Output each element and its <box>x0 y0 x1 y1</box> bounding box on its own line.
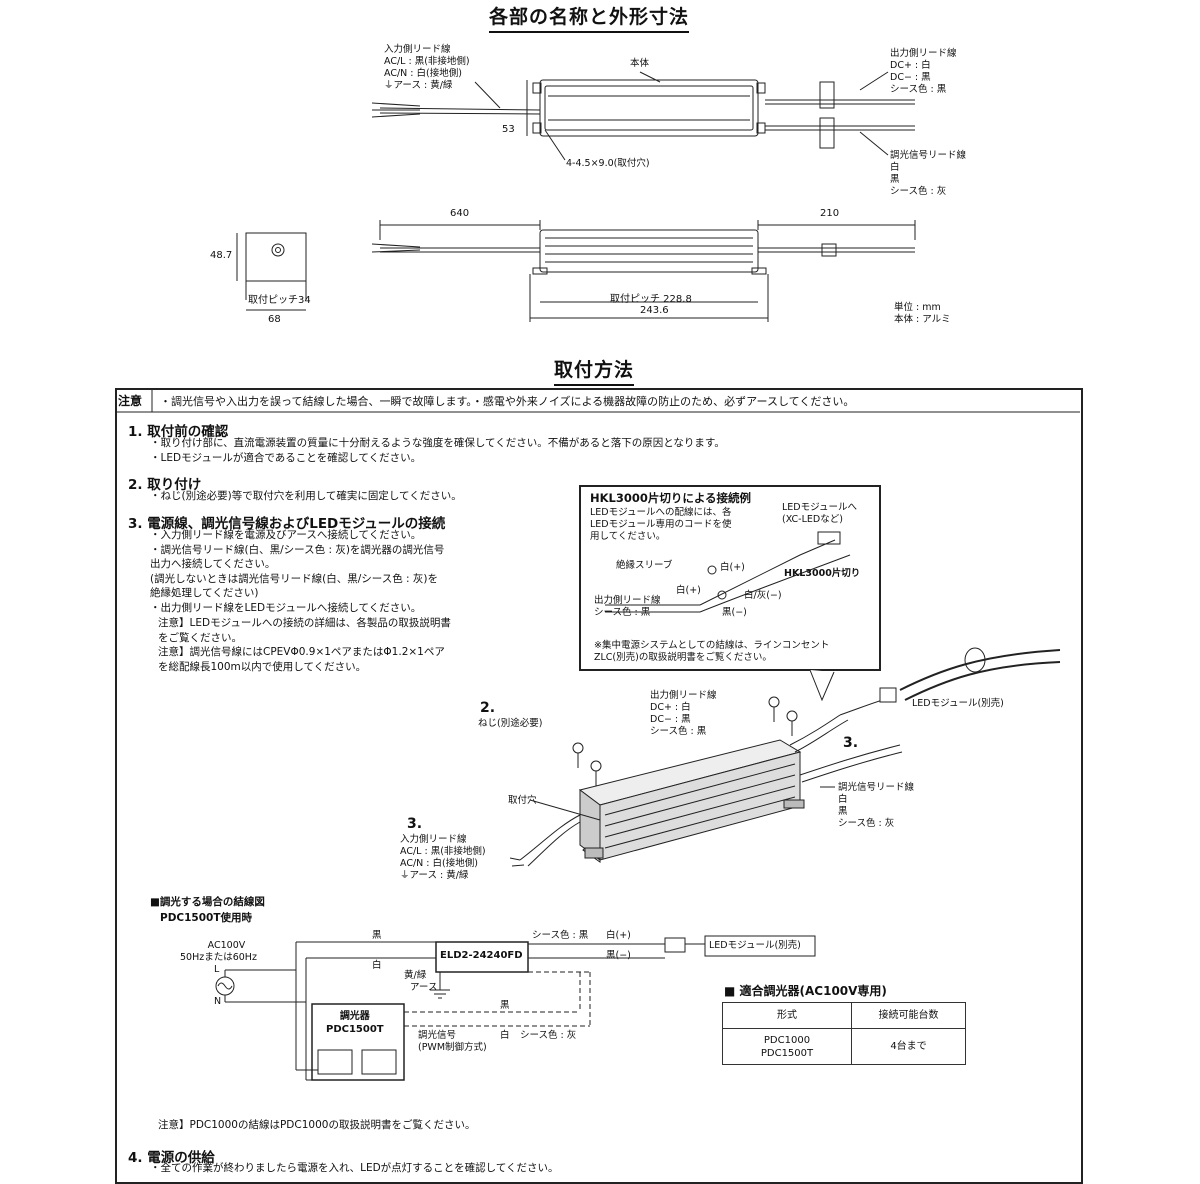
step3-body: ・入力側リード線を電源及びアースへ接続してください。 ・調光信号リード線(白、黒… <box>150 529 445 614</box>
compat-table: 形式 接続可能台数 PDC1000 PDC1500T 4台まで <box>722 1002 966 1065</box>
wiring-unit: ELD2-24240FD <box>440 950 523 961</box>
wiring-sheath-gray: シース色 : 灰 <box>520 1030 577 1041</box>
compat-title: ■ 適合調光器(AC100V専用) <box>724 984 887 998</box>
input-lead-label: 入力側リード線 AC/L : 黒(非接地側) AC/N : 白(接地側) ⏚アー… <box>384 44 470 91</box>
wiring-ac: AC100V 50Hzまたは60Hz <box>180 940 257 963</box>
illus-hole: 取付穴 <box>508 795 537 806</box>
step3-notes: 注意】LEDモジュールへの接続の詳細は、各製品の取扱説明書 をご覧ください。 注… <box>158 617 451 673</box>
dim-243-6: 243.6 <box>640 305 669 316</box>
illus-out-lead: 出力側リード線 DC+ : 白 DC− : 黒 シース色 : 黒 <box>650 690 717 737</box>
step2-heading: 2. 取り付け <box>128 477 202 493</box>
illus-num-3b: 3. <box>407 816 423 832</box>
step1-body: ・取り付け部に、直流電源装置の質量に十分耐えるような強度を確保してください。不備… <box>150 437 725 464</box>
hkl-white-plus-2: 白(+) <box>676 585 701 596</box>
illus-num-3a: 3. <box>843 735 859 751</box>
compat-count: 4台まで <box>851 1028 966 1065</box>
dim-pitch-34: 取付ピッチ34 <box>248 295 311 306</box>
compat-models: PDC1000 PDC1500T <box>722 1028 852 1065</box>
wiring-black: 黒 <box>372 930 382 941</box>
compat-header-model: 形式 <box>722 1002 852 1029</box>
compat-header-count: 接続可能台数 <box>851 1002 966 1029</box>
wiring-signal-black: 黒 <box>500 1000 510 1011</box>
note-pdc: 注意】PDC1000の結線はPDC1000の取扱説明書をご覧ください。 <box>158 1119 476 1131</box>
wiring-N: N <box>214 996 222 1007</box>
wiring-white: 白 <box>372 960 382 971</box>
caution-label: 注意 <box>118 394 143 408</box>
wiring-signal-white: 白 <box>500 1030 510 1041</box>
wiring-signal: 調光信号 (PWM制御方式) <box>418 1030 487 1053</box>
wiring-white-plus: 白(+) <box>606 930 631 941</box>
dim-68: 68 <box>268 314 281 325</box>
step1-heading: 1. 取付前の確認 <box>128 424 229 440</box>
output-lead-label: 出力側リード線 DC+ : 白 DC− : 黒 シース色 : 黒 <box>890 48 957 95</box>
dim-53: 53 <box>502 124 515 135</box>
wiring-dimmer: 調光器 PDC1500T <box>326 1011 384 1035</box>
wiring-earth: 黄/緑 アース <box>404 970 438 993</box>
illus-num-2: 2. <box>480 700 496 716</box>
hkl-title: HKL3000片切りによる接続例 <box>590 491 752 505</box>
dim-pitch-228-8: 取付ピッチ 228.8 <box>610 294 692 305</box>
illus-screw: ねじ(別途必要) <box>478 718 543 729</box>
step3-heading: 3. 電源線、調光信号線およびLEDモジュールの接続 <box>128 516 446 532</box>
step4-body: ・全ての作業が終わりましたら電源を入れ、LEDが点灯することを確認してください。 <box>150 1162 559 1174</box>
install-title: 取付方法 <box>554 355 635 386</box>
wiring-title: ■調光する場合の結線図 <box>150 896 265 908</box>
unit-label: 単位 : mm 本体 : アルミ <box>894 302 951 325</box>
body-label: 本体 <box>630 58 650 69</box>
hkl-led-to: LEDモジュールへ (XC-LEDなど) <box>782 502 857 525</box>
caution-text: ・調光信号や入出力を誤って結線した場合、一瞬で故障します。・感電や外来ノイズによ… <box>160 395 855 408</box>
step2-body: ・ねじ(別途必要)等で取付穴を利用して確実に固定してください。 <box>150 490 462 502</box>
dim-48-7: 48.7 <box>210 250 233 261</box>
outline-title: 各部の名称と外形寸法 <box>489 2 690 33</box>
hkl-cut: HKL3000片切り <box>784 568 861 579</box>
hkl-note: ※集中電源システムとしての結線は、ラインコンセント ZLC(別売)の取扱説明書を… <box>594 640 830 663</box>
dim-210: 210 <box>820 208 840 219</box>
illus-in-lead: 入力側リード線 AC/L : 黒(非接地側) AC/N : 白(接地側) ⏚アー… <box>400 834 486 881</box>
wiring-subtitle: PDC1500T使用時 <box>160 912 253 924</box>
dim-640: 640 <box>450 208 470 219</box>
wiring-sheath-black: シース色 : 黒 <box>532 930 589 941</box>
mount-hole-label: 4-4.5×9.0(取付穴) <box>566 158 650 169</box>
wiring-black-minus: 黒(−) <box>606 950 631 961</box>
illus-led-module: LEDモジュール(別売) <box>912 698 1004 709</box>
hkl-desc: LEDモジュールへの配線には、各 LEDモジュール専用のコードを使 用してくださ… <box>590 507 732 542</box>
hkl-black-minus: 黒(−) <box>722 607 747 618</box>
wiring-L: L <box>214 964 220 975</box>
step4-heading: 4. 電源の供給 <box>128 1150 215 1166</box>
illus-dim-lead: 調光信号リード線 白 黒 シース色 : 灰 <box>838 782 915 829</box>
dimmer-lead-label: 調光信号リード線 白 黒 シース色 : 灰 <box>890 150 967 197</box>
hkl-out-lead: 出力側リード線 シース色 : 黒 <box>594 595 661 618</box>
hkl-white-gray-minus: 白/灰(−) <box>744 590 782 601</box>
wiring-led: LEDモジュール(別売) <box>709 940 801 951</box>
hkl-sleeve: 絶縁スリーブ <box>616 560 673 571</box>
hkl-white-plus: 白(+) <box>720 562 745 573</box>
